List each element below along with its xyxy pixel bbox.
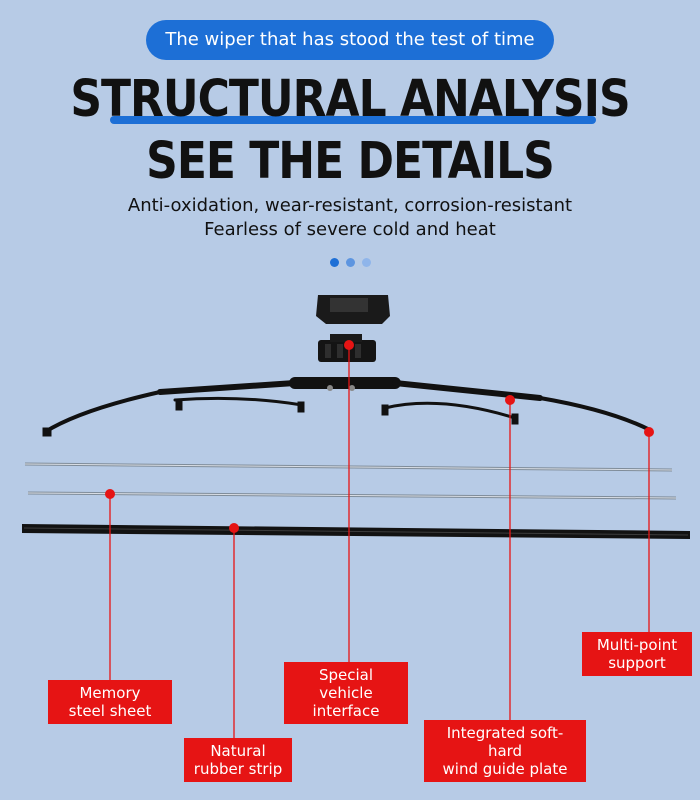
tagline-pill: The wiper that has stood the test of tim…: [146, 20, 554, 60]
label-natural-rubber-strip: Natural rubber strip: [184, 738, 292, 782]
steel-strips: [24, 462, 677, 500]
subtitle-line-2: Fearless of severe cold and heat: [204, 219, 496, 240]
carousel-pager: [330, 258, 371, 267]
label-multi-point-support: Multi-point support: [582, 632, 692, 676]
pager-dot[interactable]: [362, 258, 371, 267]
label-special-vehicle-interface: Special vehicle interface: [284, 662, 408, 724]
label-memory-steel-sheet: Memory steel sheet: [48, 680, 172, 724]
pager-dot[interactable]: [346, 258, 355, 267]
subtitle-line-1: Anti-oxidation, wear-resistant, corrosio…: [127, 195, 573, 216]
title-underline: [110, 116, 596, 124]
rubber-strip: [22, 524, 690, 539]
pager-dot-active[interactable]: [330, 258, 339, 267]
callout-lines: [109, 345, 650, 738]
wiper-frame: [42, 377, 652, 437]
main-title: STRUCTURAL ANALYSIS: [70, 70, 630, 129]
secondary-title: SEE THE DETAILS: [146, 132, 555, 191]
adapter-clip: [316, 295, 390, 362]
callout-dots: [105, 340, 654, 533]
label-wind-guide-plate: Integrated soft-hard wind guide plate: [424, 720, 586, 782]
